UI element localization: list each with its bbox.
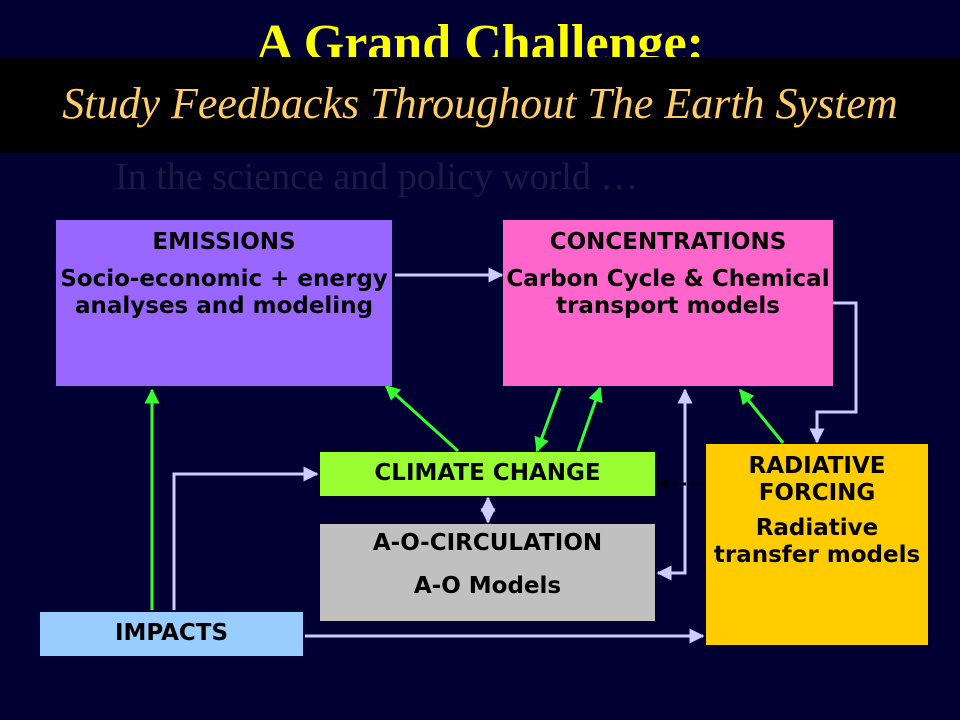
concentrations-box: CONCENTRATIONS Carbon Cycle & Chemical t… xyxy=(503,220,833,386)
radiative-forcing-box: RADIATIVE FORCING Radiative transfer mod… xyxy=(706,444,928,645)
arrow-climate-to-emissions xyxy=(384,384,460,453)
concentrations-heading: CONCENTRATIONS xyxy=(549,229,787,255)
emissions-body: Socio-economic + energy analyses and mod… xyxy=(60,265,388,319)
aoc-body: A-O Models xyxy=(413,572,562,599)
background-text: In the science and policy world … xyxy=(115,156,639,198)
arrow-radiative-to-climate-head xyxy=(657,479,668,489)
aoc-heading: A-O-CIRCULATION xyxy=(372,530,603,556)
climate-change-heading: CLIMATE CHANGE xyxy=(374,460,601,486)
arrow-climate-to-concentrations xyxy=(576,386,603,452)
impacts-box: IMPACTS xyxy=(40,612,303,656)
arrow-concentrations-to-climate xyxy=(534,387,562,453)
slide-subtitle: Study Feedbacks Throughout The Earth Sys… xyxy=(62,79,898,128)
impacts-heading: IMPACTS xyxy=(114,620,229,646)
concentrations-body: Carbon Cycle & Chemical transport models xyxy=(506,265,830,319)
aoc-box: A-O-CIRCULATION A-O Models xyxy=(320,524,655,621)
arrow-aoc-concentrations xyxy=(656,388,693,581)
arrow-impacts-to-climate xyxy=(172,466,319,610)
arrow-concentrations-to-radiative xyxy=(809,301,858,444)
arrow-radiative-to-concentrations xyxy=(738,388,785,444)
emissions-box: EMISSIONS Socio-economic + energy analys… xyxy=(56,220,392,386)
radiative-heading: RADIATIVE FORCING xyxy=(748,453,886,506)
emissions-heading: EMISSIONS xyxy=(152,229,296,255)
climate-change-box: CLIMATE CHANGE xyxy=(320,452,655,496)
subtitle-band xyxy=(0,57,960,153)
radiative-body: Radiative transfer models xyxy=(713,514,921,568)
